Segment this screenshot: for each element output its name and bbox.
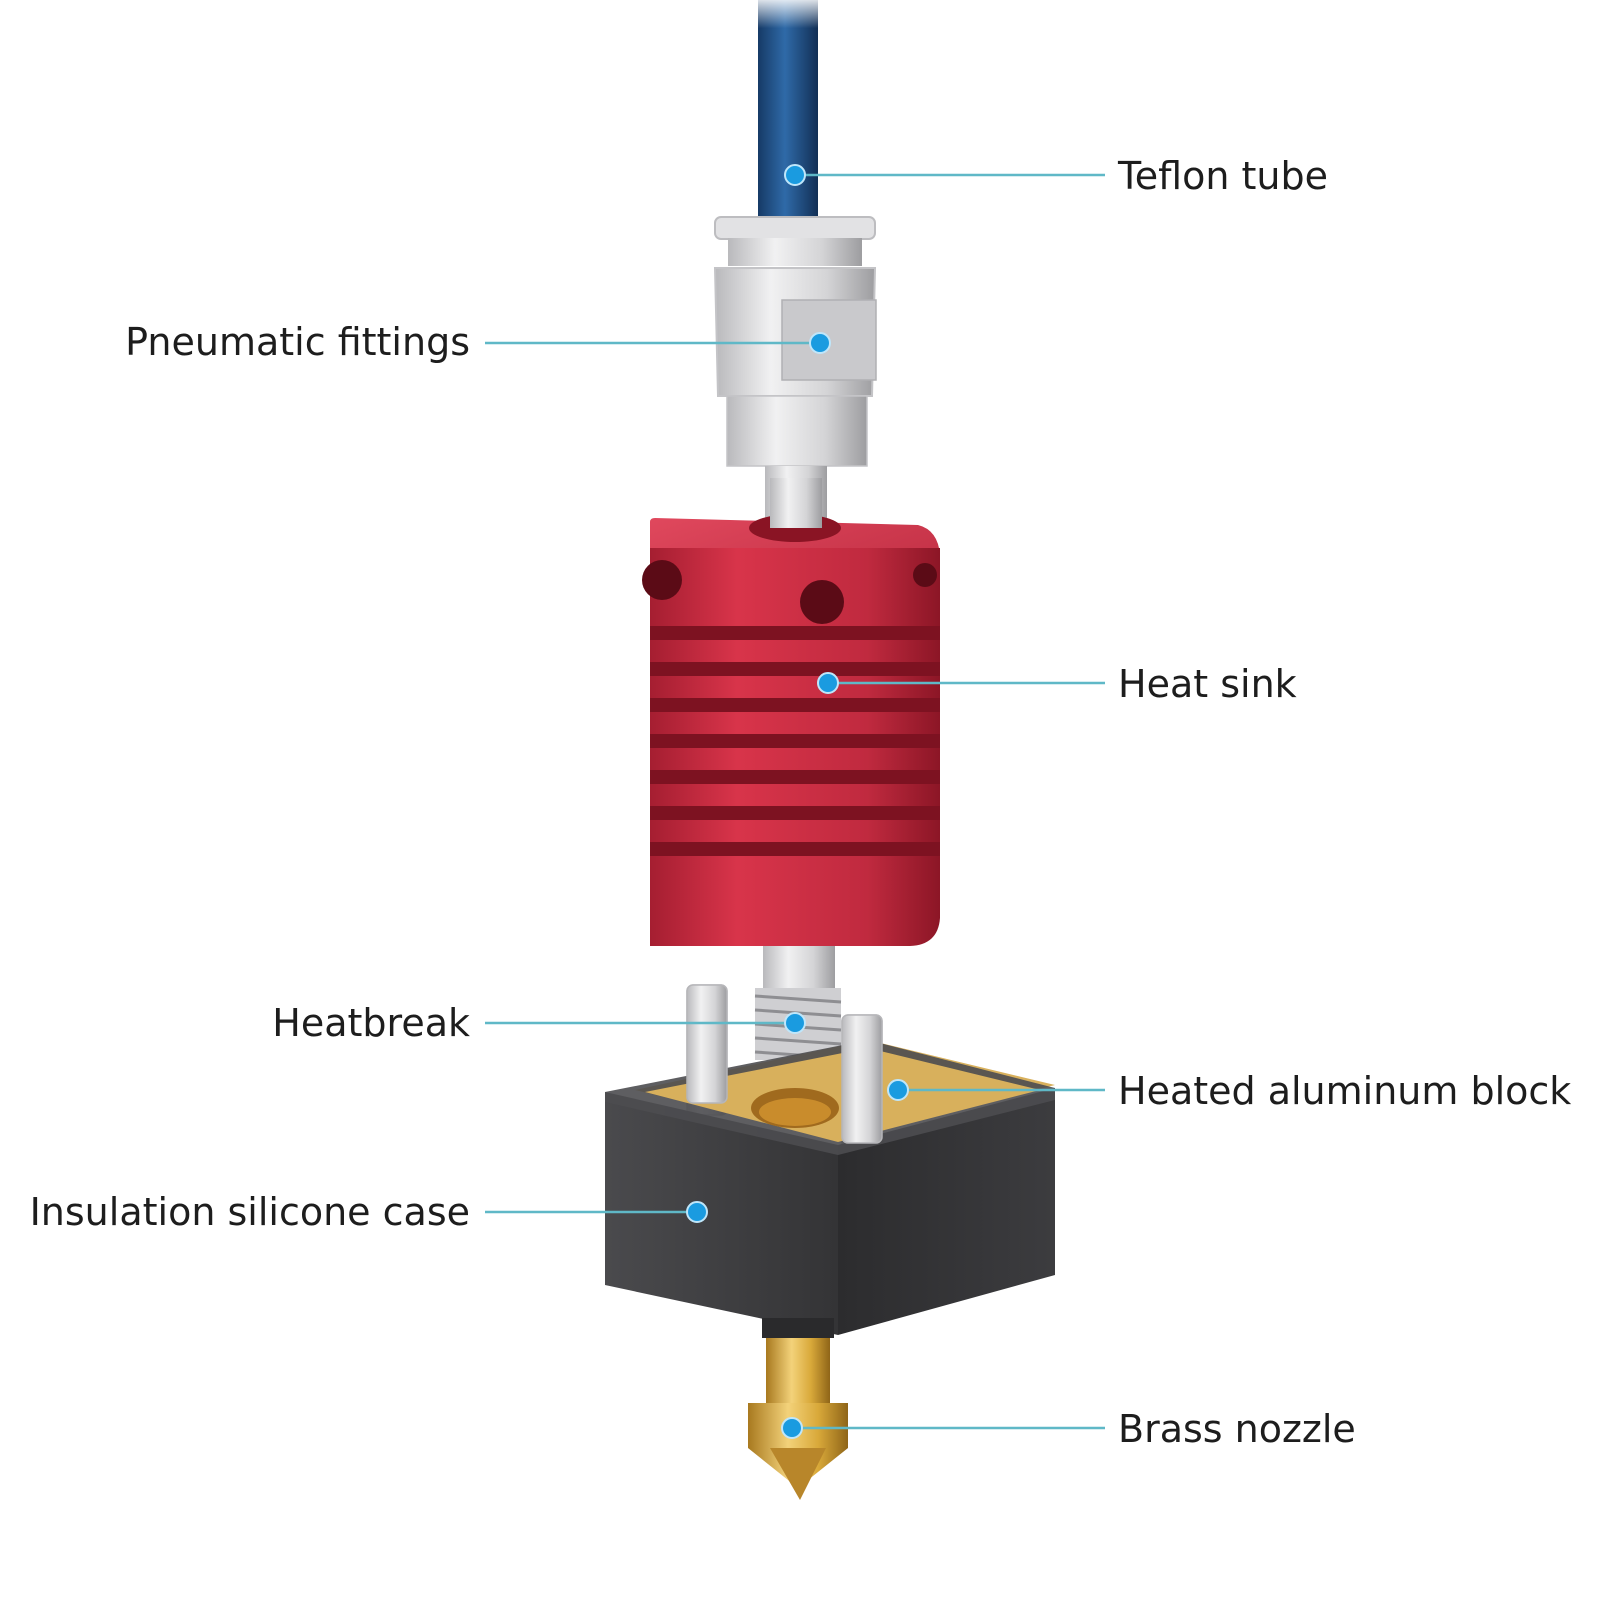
callout-dots xyxy=(686,164,909,1439)
callout-dot-pneumatic-fittings xyxy=(809,332,831,354)
insulation-silicone-case xyxy=(605,984,1055,1335)
brass-nozzle xyxy=(748,1318,848,1500)
label-heated-aluminum-block: Heated aluminum block xyxy=(1118,1069,1572,1113)
heatbreak xyxy=(754,946,842,1060)
callout-dot-heated-aluminum-block xyxy=(887,1079,909,1101)
label-insulation-silicone-case: Insulation silicone case xyxy=(29,1190,470,1234)
label-teflon-tube: Teflon tube xyxy=(1118,154,1328,198)
teflon-tube xyxy=(758,0,818,235)
label-brass-nozzle: Brass nozzle xyxy=(1118,1407,1356,1451)
heat-sink-fins xyxy=(650,626,940,856)
label-heat-sink: Heat sink xyxy=(1118,662,1297,706)
callout-dot-heat-sink xyxy=(817,672,839,694)
callout-dot-insulation-silicone-case xyxy=(686,1201,708,1223)
heat-sink xyxy=(642,478,940,946)
callout-dot-heatbreak xyxy=(784,1012,806,1034)
label-pneumatic-fittings: Pneumatic fittings xyxy=(125,320,470,364)
callout-dot-teflon-tube xyxy=(784,164,806,186)
callout-lines xyxy=(485,173,1105,1430)
label-heatbreak: Heatbreak xyxy=(272,1001,470,1045)
callout-dot-brass-nozzle xyxy=(781,1417,803,1439)
